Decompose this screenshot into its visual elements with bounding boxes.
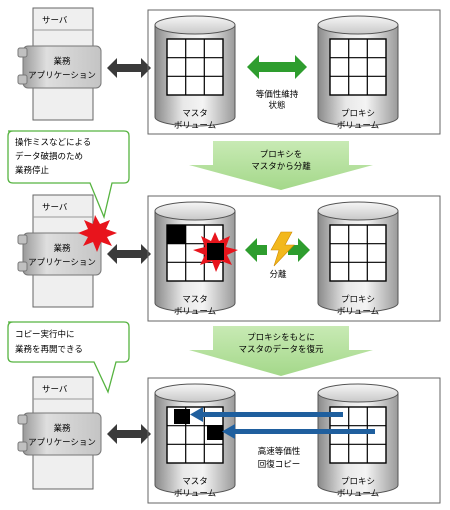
server-1: サーバ: [32, 7, 94, 121]
copy-arrow-upper: [190, 407, 343, 422]
app-label-line1: 業務: [53, 243, 71, 254]
restoring-block: [174, 409, 190, 424]
app-box-3: 業務 アプリケーション: [17, 412, 102, 456]
master-label-line2: ボリューム: [174, 307, 216, 317]
app-box-2: 業務 アプリケーション: [17, 232, 102, 276]
copy-label-line2: 回復コピー: [258, 459, 301, 470]
callout-line2: データ破損のため: [15, 151, 83, 162]
storage-frame-2: [147, 195, 441, 322]
corrupt-block: [167, 225, 186, 244]
split-arrow-right-icon: [288, 238, 310, 262]
copy-label-line1: 高速等価性: [258, 446, 301, 457]
callout-resume: コピー実行中に 業務を再開できる: [7, 321, 130, 394]
storage-frame-1: [147, 9, 441, 135]
app-label-line1: 業務: [53, 56, 71, 67]
callout-line1: コピー実行中に: [15, 329, 75, 340]
step2-line1: プロキシをもとに: [247, 333, 315, 343]
panel-1: サーバ 業務 アプリケーション マスタ ボリューム 等価性維持 状態 プロキシ …: [17, 7, 441, 135]
step1-line2: マスタから分離: [251, 161, 311, 172]
proxy-label-line2: ボリューム: [337, 121, 379, 131]
proxy-label-line1: プロキシ: [341, 295, 375, 305]
sync-arrow: [247, 55, 307, 79]
io-arrow-2: [107, 244, 151, 264]
panel-2: サーバ 業務 アプリケーション マスタ ボリューム 分離 プロキシ ボリューム: [7, 130, 441, 322]
restoring-block: [207, 425, 223, 440]
proxy-label-line2: ボリューム: [337, 489, 379, 499]
copy-arrow-lower: [222, 424, 375, 439]
callout-line1: 操作ミスなどによる: [15, 137, 91, 148]
step-arrow-1: プロキシを マスタから分離: [189, 141, 373, 190]
master-label-line1: マスタ: [182, 477, 208, 487]
server-label: サーバ: [42, 385, 68, 395]
sync-label-line2: 状態: [268, 100, 285, 111]
proxy-label-line1: プロキシ: [341, 109, 375, 119]
master-label-line1: マスタ: [182, 109, 208, 119]
callout-error: 操作ミスなどによる データ破損のため 業務停止: [7, 130, 130, 220]
app-label-line2: アプリケーション: [28, 438, 96, 448]
master-label-line2: ボリューム: [174, 121, 216, 131]
callout-line2: 業務を再開できる: [15, 344, 83, 355]
proxy-label-line1: プロキシ: [341, 477, 375, 487]
proxy-label-line2: ボリューム: [337, 307, 379, 317]
io-arrow-3: [107, 424, 151, 444]
server-label: サーバ: [42, 203, 68, 213]
master-label-line1: マスタ: [182, 295, 208, 305]
io-arrow-1: [107, 58, 151, 78]
split-label: 分離: [269, 269, 287, 280]
sync-label-line1: 等価性維持: [256, 89, 299, 100]
server-error-burst-icon: [78, 215, 117, 252]
server-2: サーバ: [32, 194, 94, 308]
lightning-icon: [270, 231, 295, 267]
master-label-line2: ボリューム: [174, 489, 216, 499]
server-label: サーバ: [42, 16, 68, 26]
storage-frame-3: [147, 377, 441, 504]
app-box-1: 業務 アプリケーション: [17, 45, 102, 89]
callout-line3: 業務停止: [15, 165, 50, 176]
step-arrow-2: プロキシをもとに マスタのデータを復元: [189, 326, 373, 376]
app-label-line2: アプリケーション: [28, 258, 96, 268]
server-3: サーバ: [32, 376, 94, 490]
panel-3: サーバ 業務 アプリケーション マスタ ボリューム プロキシ ボリューム 高速等…: [7, 321, 441, 504]
step2-line2: マスタのデータを復元: [238, 344, 324, 355]
corrupt-block: [207, 243, 224, 260]
app-label-line1: 業務: [53, 423, 71, 434]
step1-line1: プロキシを: [260, 150, 303, 160]
app-label-line2: アプリケーション: [28, 71, 96, 81]
split-arrow-left-icon: [245, 238, 267, 262]
